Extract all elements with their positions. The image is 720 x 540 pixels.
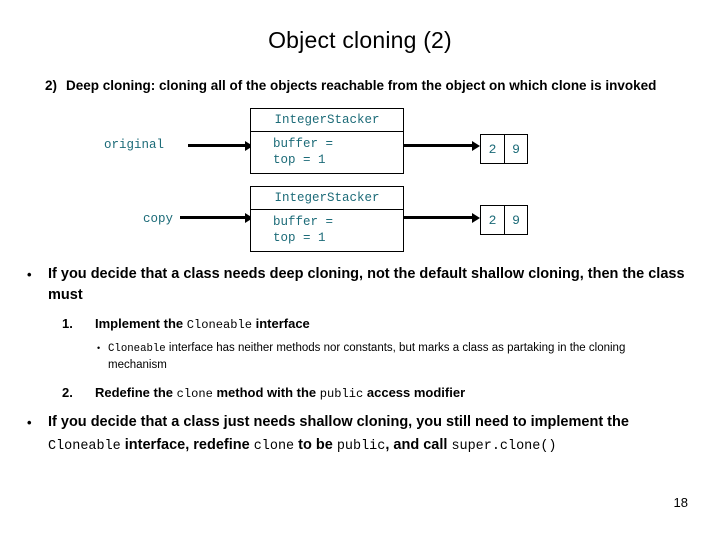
object-box-copy-fields: buffer = top = 1 [251,210,403,246]
numbered-item-2: 2. Redefine the clone method with the pu… [62,384,662,403]
array-cell: 2 [488,141,497,157]
object-box-copy-class: IntegerStacker [251,187,403,210]
sub-bullet-dot-icon: • [97,343,101,353]
bullet-shallow-cloning: • If you decide that a class just needs … [27,411,697,458]
b2-p1: If you decide that a class just needs sh… [48,414,629,430]
page-number: 18 [673,495,688,510]
numbered-item-2-marker: 2. [62,385,73,400]
item1-pre: Implement the [95,316,187,331]
b2-code-clone: clone [253,439,295,454]
object-box-original: IntegerStacker buffer = top = 1 [250,108,404,174]
b2-p3: to be [294,437,337,453]
sub-text-rest: interface has neither methods nor consta… [108,342,626,371]
item1-code-cloneable: Cloneable [186,318,252,332]
item2-post: access modifier [363,385,466,400]
sub-bullet-text: Cloneable interface has neither methods … [108,340,679,373]
arrow-object-to-array-top [346,140,480,151]
b2-code-super-clone: super.clone() [451,439,557,454]
field-top: top = 1 [273,231,326,245]
sub-code-cloneable: Cloneable [108,343,166,355]
arrow-original-to-object [188,140,253,151]
array-box-original: 2 9 [480,134,528,164]
item2-mid: method with the [212,385,320,400]
array-cell: 2 [488,212,497,228]
arrow-copy-to-object [180,212,253,223]
bullet-deep-cloning: • If you decide that a class needs deep … [27,264,692,306]
intro-paragraph: 2) Deep cloning: cloning all of the obje… [45,77,685,94]
intro-marker: 2) [45,78,58,93]
bullet-dot-icon: • [27,415,32,430]
object-box-original-class: IntegerStacker [251,109,403,132]
array-cell: 9 [504,206,527,234]
array-cell: 9 [504,135,527,163]
numbered-item-1: 1. Implement the Cloneable interface [62,315,662,334]
numbered-item-1-text: Implement the Cloneable interface [95,315,662,334]
b2-p4: , and call [385,437,452,453]
item2-pre: Redefine the [95,385,177,400]
item2-code-public: public [319,387,364,401]
bullet-deep-cloning-text: If you decide that a class needs deep cl… [48,266,685,303]
object-box-copy: IntegerStacker buffer = top = 1 [250,186,404,252]
bullet-shallow-cloning-text: If you decide that a class just needs sh… [48,411,697,458]
copy-pointer-label: copy [143,212,174,226]
page-title: Object cloning (2) [268,27,452,53]
b2-code-cloneable: Cloneable [48,439,121,454]
object-diagram: original copy IntegerStacker buffer = to… [0,0,720,260]
original-pointer-label: original [104,138,165,152]
arrow-object-to-array-bottom [346,212,480,223]
intro-text: Deep cloning: cloning all of the objects… [66,78,657,93]
b2-code-public: public [336,439,386,454]
item1-post: interface [251,316,310,331]
item2-code-clone: clone [176,387,213,401]
field-buffer: buffer = [273,215,334,229]
sub-bullet-cloneable: • Cloneable interface has neither method… [97,340,679,373]
field-top: top = 1 [273,153,326,167]
field-buffer: buffer = [273,137,334,151]
object-box-original-fields: buffer = top = 1 [251,132,403,168]
numbered-item-2-text: Redefine the clone method with the publi… [95,384,662,403]
b2-p2: interface, redefine [120,437,254,453]
array-box-copy: 2 9 [480,205,528,235]
bullet-dot-icon: • [27,267,32,282]
numbered-item-1-marker: 1. [62,316,73,331]
